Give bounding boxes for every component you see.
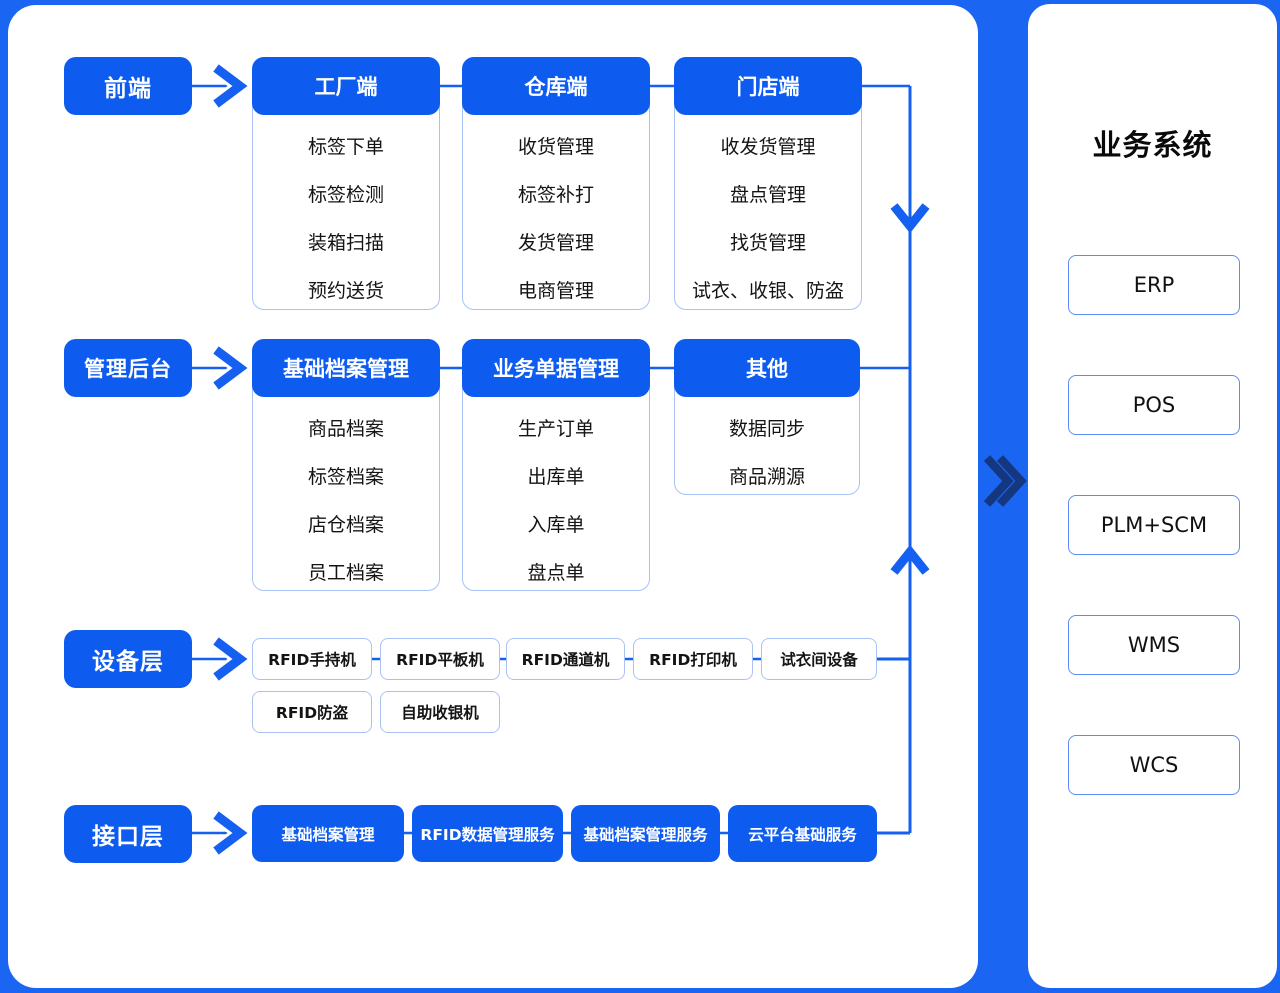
- list-item: 员工档案: [307, 561, 384, 584]
- list-item: 标签检测: [307, 183, 384, 206]
- device-box: RFID打印机: [633, 638, 753, 680]
- list-item: 商品溯源: [728, 465, 805, 488]
- service-box: RFID数据管理服务: [412, 805, 563, 862]
- service-box: 基础档案管理服务: [571, 805, 720, 862]
- column-store: 门店端 收发货管理 盘点管理 找货管理 试衣、收银、防盗: [674, 57, 862, 310]
- list-item: 试衣、收银、防盗: [691, 279, 844, 302]
- column-factory: 工厂端 标签下单 标签检测 装箱扫描 预约送货: [252, 57, 440, 310]
- column-header: 业务单据管理: [462, 339, 650, 397]
- list-item: 店仓档案: [307, 513, 384, 536]
- layer-label-frontend: 前端: [64, 57, 192, 115]
- list-item: 预约送货: [307, 279, 384, 302]
- column-header: 其他: [674, 339, 860, 397]
- device-box: RFID手持机: [252, 638, 372, 680]
- list-item: 入库单: [527, 513, 585, 536]
- list-item: 商品档案: [307, 417, 384, 440]
- list-item: 生产订单: [517, 417, 594, 440]
- list-item: 收发货管理: [720, 135, 816, 158]
- layer-label-device: 设备层: [64, 630, 192, 688]
- list-item: 盘点管理: [729, 183, 806, 206]
- device-box: RFID平板机: [380, 638, 500, 680]
- system-box-pos: POS: [1068, 375, 1240, 435]
- column-header: 基础档案管理: [252, 339, 440, 397]
- business-systems-title: 业务系统: [1092, 128, 1213, 162]
- column-header: 工厂端: [252, 57, 440, 115]
- list-item: 盘点单: [527, 561, 585, 584]
- list-item: 收货管理: [517, 135, 594, 158]
- column-header: 仓库端: [462, 57, 650, 115]
- device-box: 试衣间设备: [761, 638, 877, 680]
- system-box-wcs: WCS: [1068, 735, 1240, 795]
- list-item: 标签下单: [307, 135, 384, 158]
- device-box: 自助收银机: [380, 691, 500, 733]
- list-item: 装箱扫描: [307, 231, 384, 254]
- list-item: 标签档案: [307, 465, 384, 488]
- column-other: 其他 数据同步 商品溯源: [674, 339, 860, 495]
- device-box: RFID通道机: [506, 638, 625, 680]
- list-item: 标签补打: [517, 183, 594, 206]
- list-item: 电商管理: [517, 279, 594, 302]
- system-box-wms: WMS: [1068, 615, 1240, 675]
- column-business-orders: 业务单据管理 生产订单 出库单 入库单 盘点单: [462, 339, 650, 591]
- list-item: 数据同步: [728, 417, 805, 440]
- service-box: 基础档案管理: [252, 805, 404, 862]
- layer-label-interface: 接口层: [64, 805, 192, 863]
- column-header: 门店端: [674, 57, 862, 115]
- double-chevron-icon: [983, 455, 1027, 507]
- column-warehouse: 仓库端 收货管理 标签补打 发货管理 电商管理: [462, 57, 650, 310]
- system-box-plm-scm: PLM+SCM: [1068, 495, 1240, 555]
- column-basic-archive: 基础档案管理 商品档案 标签档案 店仓档案 员工档案: [252, 339, 440, 591]
- service-box: 云平台基础服务: [728, 805, 877, 862]
- system-box-erp: ERP: [1068, 255, 1240, 315]
- list-item: 出库单: [527, 465, 585, 488]
- list-item: 找货管理: [729, 231, 806, 254]
- layer-label-backend: 管理后台: [64, 339, 192, 397]
- list-item: 发货管理: [517, 231, 594, 254]
- device-box: RFID防盗: [252, 691, 372, 733]
